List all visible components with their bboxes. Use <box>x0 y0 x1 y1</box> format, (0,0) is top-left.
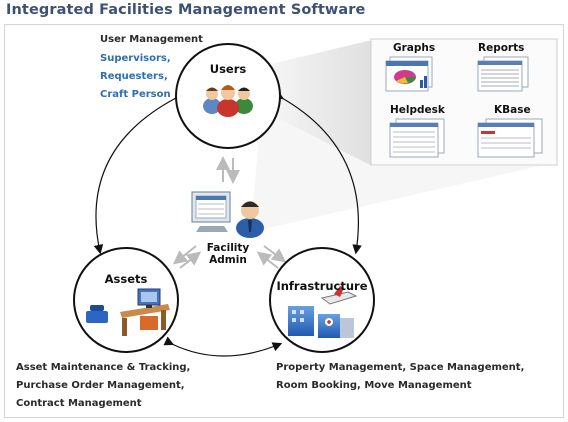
panel-label-helpdesk: Helpdesk <box>390 104 445 116</box>
arrow-users-assets <box>93 90 185 255</box>
arrow-admin-infra <box>263 245 287 263</box>
infrastructure-node-label: Infrastructure <box>276 279 368 293</box>
assets-node-circle <box>73 247 179 353</box>
user-management-heading: User Management <box>100 34 203 45</box>
user-role-requesters: Requesters, <box>100 71 168 82</box>
desk-computer-icon <box>86 288 170 336</box>
facility-admin-label: Facility Admin <box>206 242 250 266</box>
buildings-airplane-icon <box>288 286 358 338</box>
panel-label-graphs: Graphs <box>393 42 436 54</box>
user-role-craft-person: Craft Person <box>100 89 171 100</box>
admin-computer-icon <box>191 191 264 238</box>
assets-desc-line1: Asset Maintenance & Tracking, <box>16 362 191 373</box>
users-group-icon <box>203 85 253 117</box>
arrow-users-infrastructure <box>273 90 362 255</box>
panel-label-reports: Reports <box>478 42 525 54</box>
users-node-label: Users <box>209 62 247 76</box>
arrow-infra-admin <box>256 251 279 269</box>
kbase-thumbnail <box>477 118 543 158</box>
infra-desc-line2: Room Booking, Move Management <box>276 380 472 391</box>
page-title: Integrated Facilities Management Softwar… <box>6 2 366 18</box>
facility-admin-line1: Facility <box>206 242 250 254</box>
infra-desc-line1: Property Management, Space Management, <box>276 362 525 373</box>
assets-desc-line3: Contract Management <box>16 398 142 409</box>
helpdesk-thumbnail <box>389 118 445 158</box>
reports-thumbnail <box>477 56 529 92</box>
panel-label-kbase: KBase <box>494 104 531 116</box>
graphs-thumbnail <box>385 56 433 92</box>
assets-node-label: Assets <box>104 272 148 286</box>
arrow-admin-assets <box>172 245 197 265</box>
arrow-assets-infrastructure <box>163 336 283 357</box>
facility-admin-line2: Admin <box>209 254 247 266</box>
arrow-assets-admin <box>179 251 202 269</box>
assets-desc-line2: Purchase Order Management, <box>16 380 185 391</box>
user-role-supervisors: Supervisors, <box>100 53 171 64</box>
